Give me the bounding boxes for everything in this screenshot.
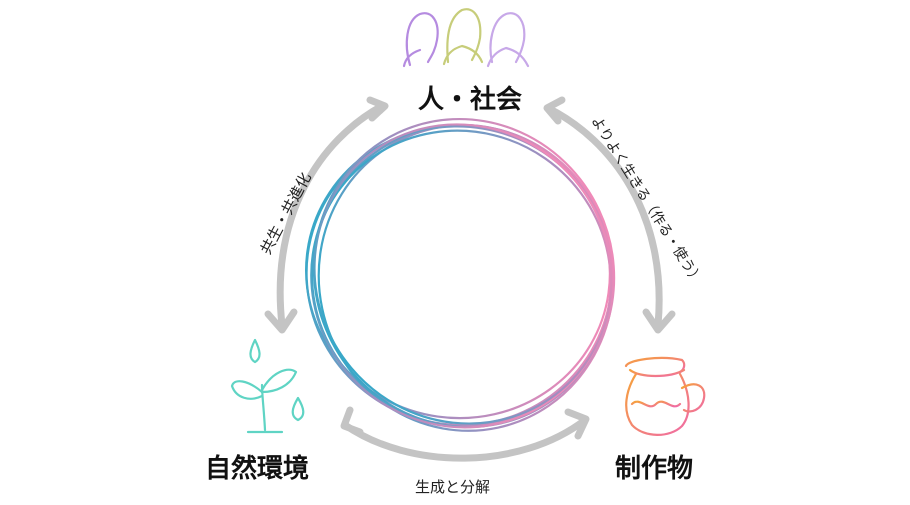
bottom-double-arrow-icon <box>340 406 590 462</box>
edge-label-generation-decomposition: 生成と分解 <box>415 478 491 496</box>
central-ring <box>305 117 616 432</box>
left-double-arrow-icon <box>264 96 389 334</box>
ring-stroke <box>313 123 613 425</box>
node-label-artifacts: 制作物 <box>615 454 694 484</box>
right-double-arrow-icon <box>543 96 676 334</box>
ring-stroke <box>305 124 611 420</box>
ring-stroke <box>317 124 615 432</box>
node-label-natural-environment: 自然環境 <box>205 454 310 484</box>
node-label-people-society: 人・社会 <box>418 85 523 115</box>
pot-icon <box>624 356 706 436</box>
sprout-icon <box>230 338 305 434</box>
people-icon <box>402 8 530 68</box>
